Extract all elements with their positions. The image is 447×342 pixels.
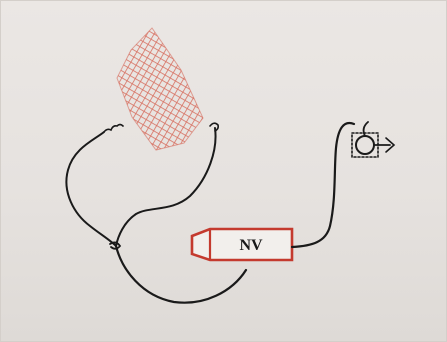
lead-wire-main <box>114 244 248 304</box>
neurostimulator-device: NV <box>190 227 294 262</box>
device-label: NV <box>239 237 263 254</box>
electrode-coil <box>351 121 396 158</box>
device-output-cable <box>290 121 356 249</box>
lead-wire-left <box>65 123 124 247</box>
lead-wire-right <box>115 122 219 247</box>
wire-junction <box>109 241 122 250</box>
mesh-patch <box>116 27 204 151</box>
